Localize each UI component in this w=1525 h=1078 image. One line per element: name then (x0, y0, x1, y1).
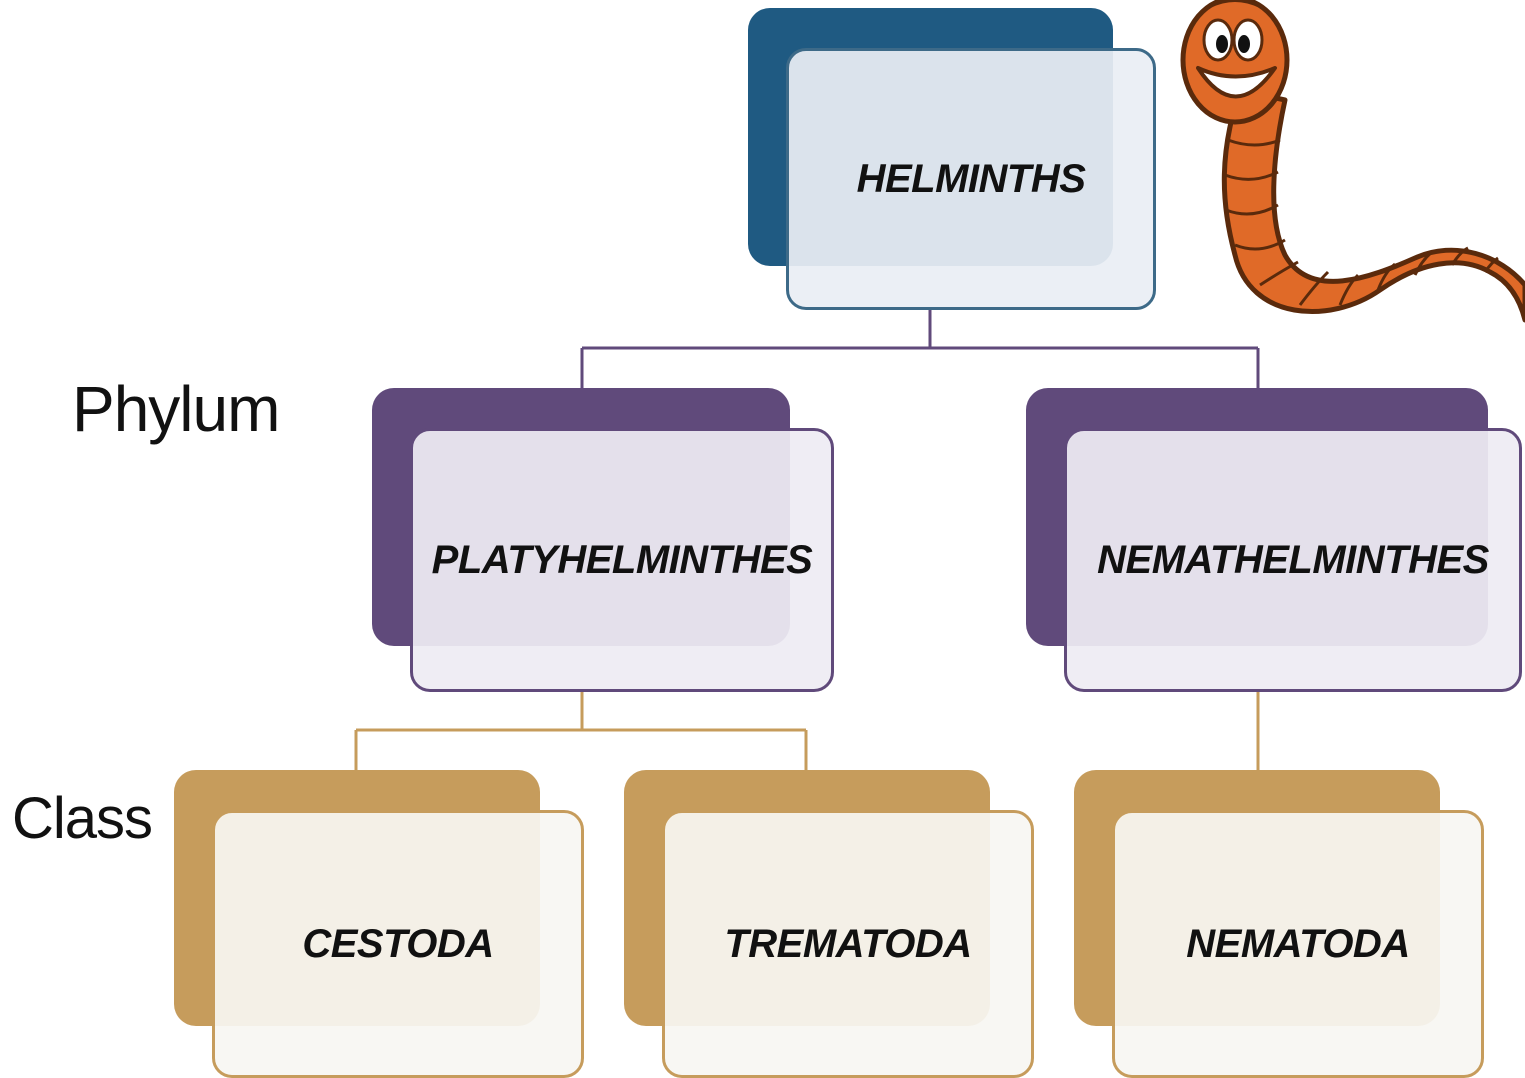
class-nematoda-label: NEMATODA (1186, 922, 1409, 967)
phylum-node-right: NEMATHELMINTHES (1026, 388, 1525, 693)
phylum-level-label: Phylum (72, 372, 279, 446)
root-node-label: HELMINTHS (857, 157, 1086, 202)
class-node-trematoda: TREMATODA (624, 770, 1036, 1072)
class-cestoda-label: CESTODA (302, 922, 493, 967)
class-node-nematoda: NEMATODA (1074, 770, 1486, 1072)
phylum-node-left: PLATYHELMINTHES (372, 388, 837, 693)
phylum-right-card: NEMATHELMINTHES (1064, 428, 1522, 692)
phylum-left-label: PLATYHELMINTHES (432, 538, 813, 583)
cartoon-worm-icon (1180, 0, 1525, 340)
class-node-cestoda: CESTODA (174, 770, 586, 1072)
root-connectors (582, 310, 1258, 392)
phylum-right-label: NEMATHELMINTHES (1097, 538, 1489, 583)
root-node-card: HELMINTHS (786, 48, 1156, 310)
class-trematoda-card: TREMATODA (662, 810, 1034, 1078)
phylum-left-card: PLATYHELMINTHES (410, 428, 834, 692)
class-connectors (356, 692, 1258, 772)
root-node: HELMINTHS (748, 8, 1158, 313)
class-trematoda-label: TREMATODA (724, 922, 971, 967)
class-cestoda-card: CESTODA (212, 810, 584, 1078)
class-level-label: Class (12, 785, 152, 852)
class-nematoda-card: NEMATODA (1112, 810, 1484, 1078)
